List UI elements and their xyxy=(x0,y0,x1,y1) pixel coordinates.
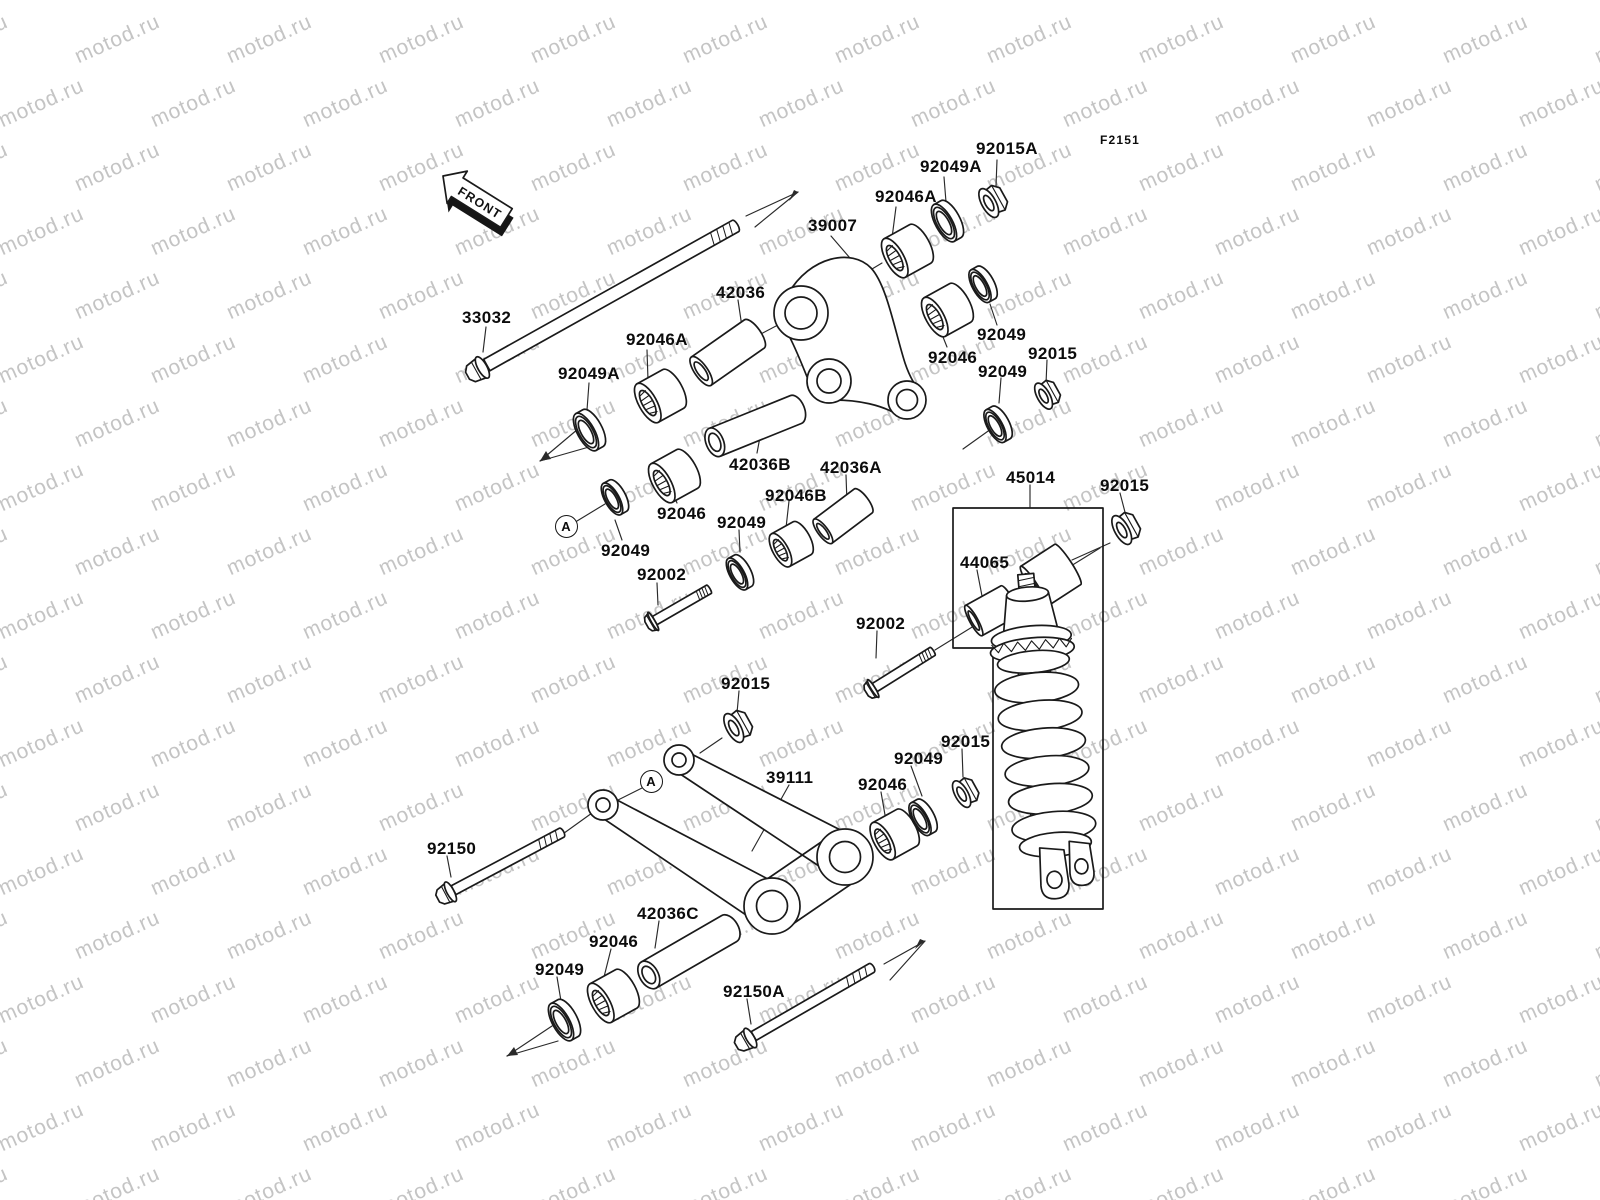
part-label-92046: 92046 xyxy=(858,775,908,794)
pointer-arrow-33032 xyxy=(746,190,798,227)
part-label-39111: 39111 xyxy=(766,768,814,787)
part-label-92046: 92046 xyxy=(928,348,978,367)
part-label-92049A: 92049A xyxy=(558,364,620,383)
part-label-92046B: 92046B xyxy=(765,486,827,505)
part-label-42036A: 42036A xyxy=(820,458,882,477)
part-label-92150A: 92150A xyxy=(723,982,785,1001)
part-label-92015: 92015 xyxy=(1028,344,1078,363)
rocker-arm-39007 xyxy=(774,257,926,419)
part-label-92046: 92046 xyxy=(657,504,707,523)
part-label-92015: 92015 xyxy=(941,732,991,751)
part-label-45014: 45014 xyxy=(1006,468,1056,487)
part-label-92002: 92002 xyxy=(637,565,687,584)
pointer-arrow-92049-bottom xyxy=(507,1026,558,1056)
front-arrow-face xyxy=(432,162,517,234)
part-label-92046A: 92046A xyxy=(875,187,937,206)
part-label-92046: 92046 xyxy=(589,932,639,951)
part-label-92015: 92015 xyxy=(721,674,771,693)
part-label-44065: 44065 xyxy=(960,553,1010,572)
shock-absorber-45014 xyxy=(984,570,1102,903)
part-label-92150: 92150 xyxy=(427,839,477,858)
part-label-92015A: 92015A xyxy=(976,139,1038,158)
part-label-42036B: 42036B xyxy=(729,455,791,474)
part-label-42036C: 42036C xyxy=(637,904,699,923)
shock-clevis-mount xyxy=(1037,839,1096,899)
pointer-arrow-92049a xyxy=(540,429,589,461)
detail-marker-a: A xyxy=(639,769,663,793)
detail-marker-a: A xyxy=(554,514,578,538)
part-label-92049: 92049 xyxy=(978,362,1028,381)
part-label-33032: 33032 xyxy=(462,308,512,327)
part-label-92002: 92002 xyxy=(856,614,906,633)
pointer-arrow-92150a xyxy=(884,939,925,980)
axle-bolt-33032 xyxy=(462,214,744,386)
part-label-92049: 92049 xyxy=(535,960,585,979)
part-label-92049: 92049 xyxy=(977,325,1027,344)
part-label-92049A: 92049A xyxy=(920,157,982,176)
part-label-92015: 92015 xyxy=(1100,476,1150,495)
part-label-92049: 92049 xyxy=(601,541,651,560)
tie-rod-links-39111 xyxy=(588,745,873,934)
part-label-92046A: 92046A xyxy=(626,330,688,349)
figure-code: F2151 xyxy=(1100,133,1141,147)
part-label-39007: 39007 xyxy=(808,216,858,235)
part-label-92049: 92049 xyxy=(717,513,767,532)
part-label-42036: 42036 xyxy=(716,283,766,302)
shock-bracket-outline xyxy=(953,508,1103,909)
part-label-92049: 92049 xyxy=(894,749,944,768)
